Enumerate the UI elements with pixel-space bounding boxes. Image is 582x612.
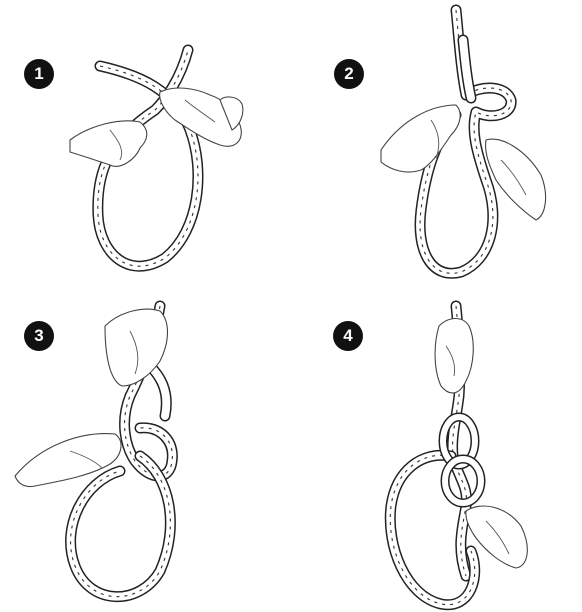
step-2-panel: 2 — [291, 0, 582, 306]
step-4-panel: 4 — [291, 306, 582, 612]
step-1-illustration — [0, 0, 291, 306]
step-3-panel: 3 — [0, 306, 291, 612]
step-1-panel: 1 — [0, 0, 291, 306]
step-4-illustration — [291, 306, 582, 612]
step-3-illustration — [0, 306, 291, 612]
step-2-illustration — [291, 0, 582, 306]
